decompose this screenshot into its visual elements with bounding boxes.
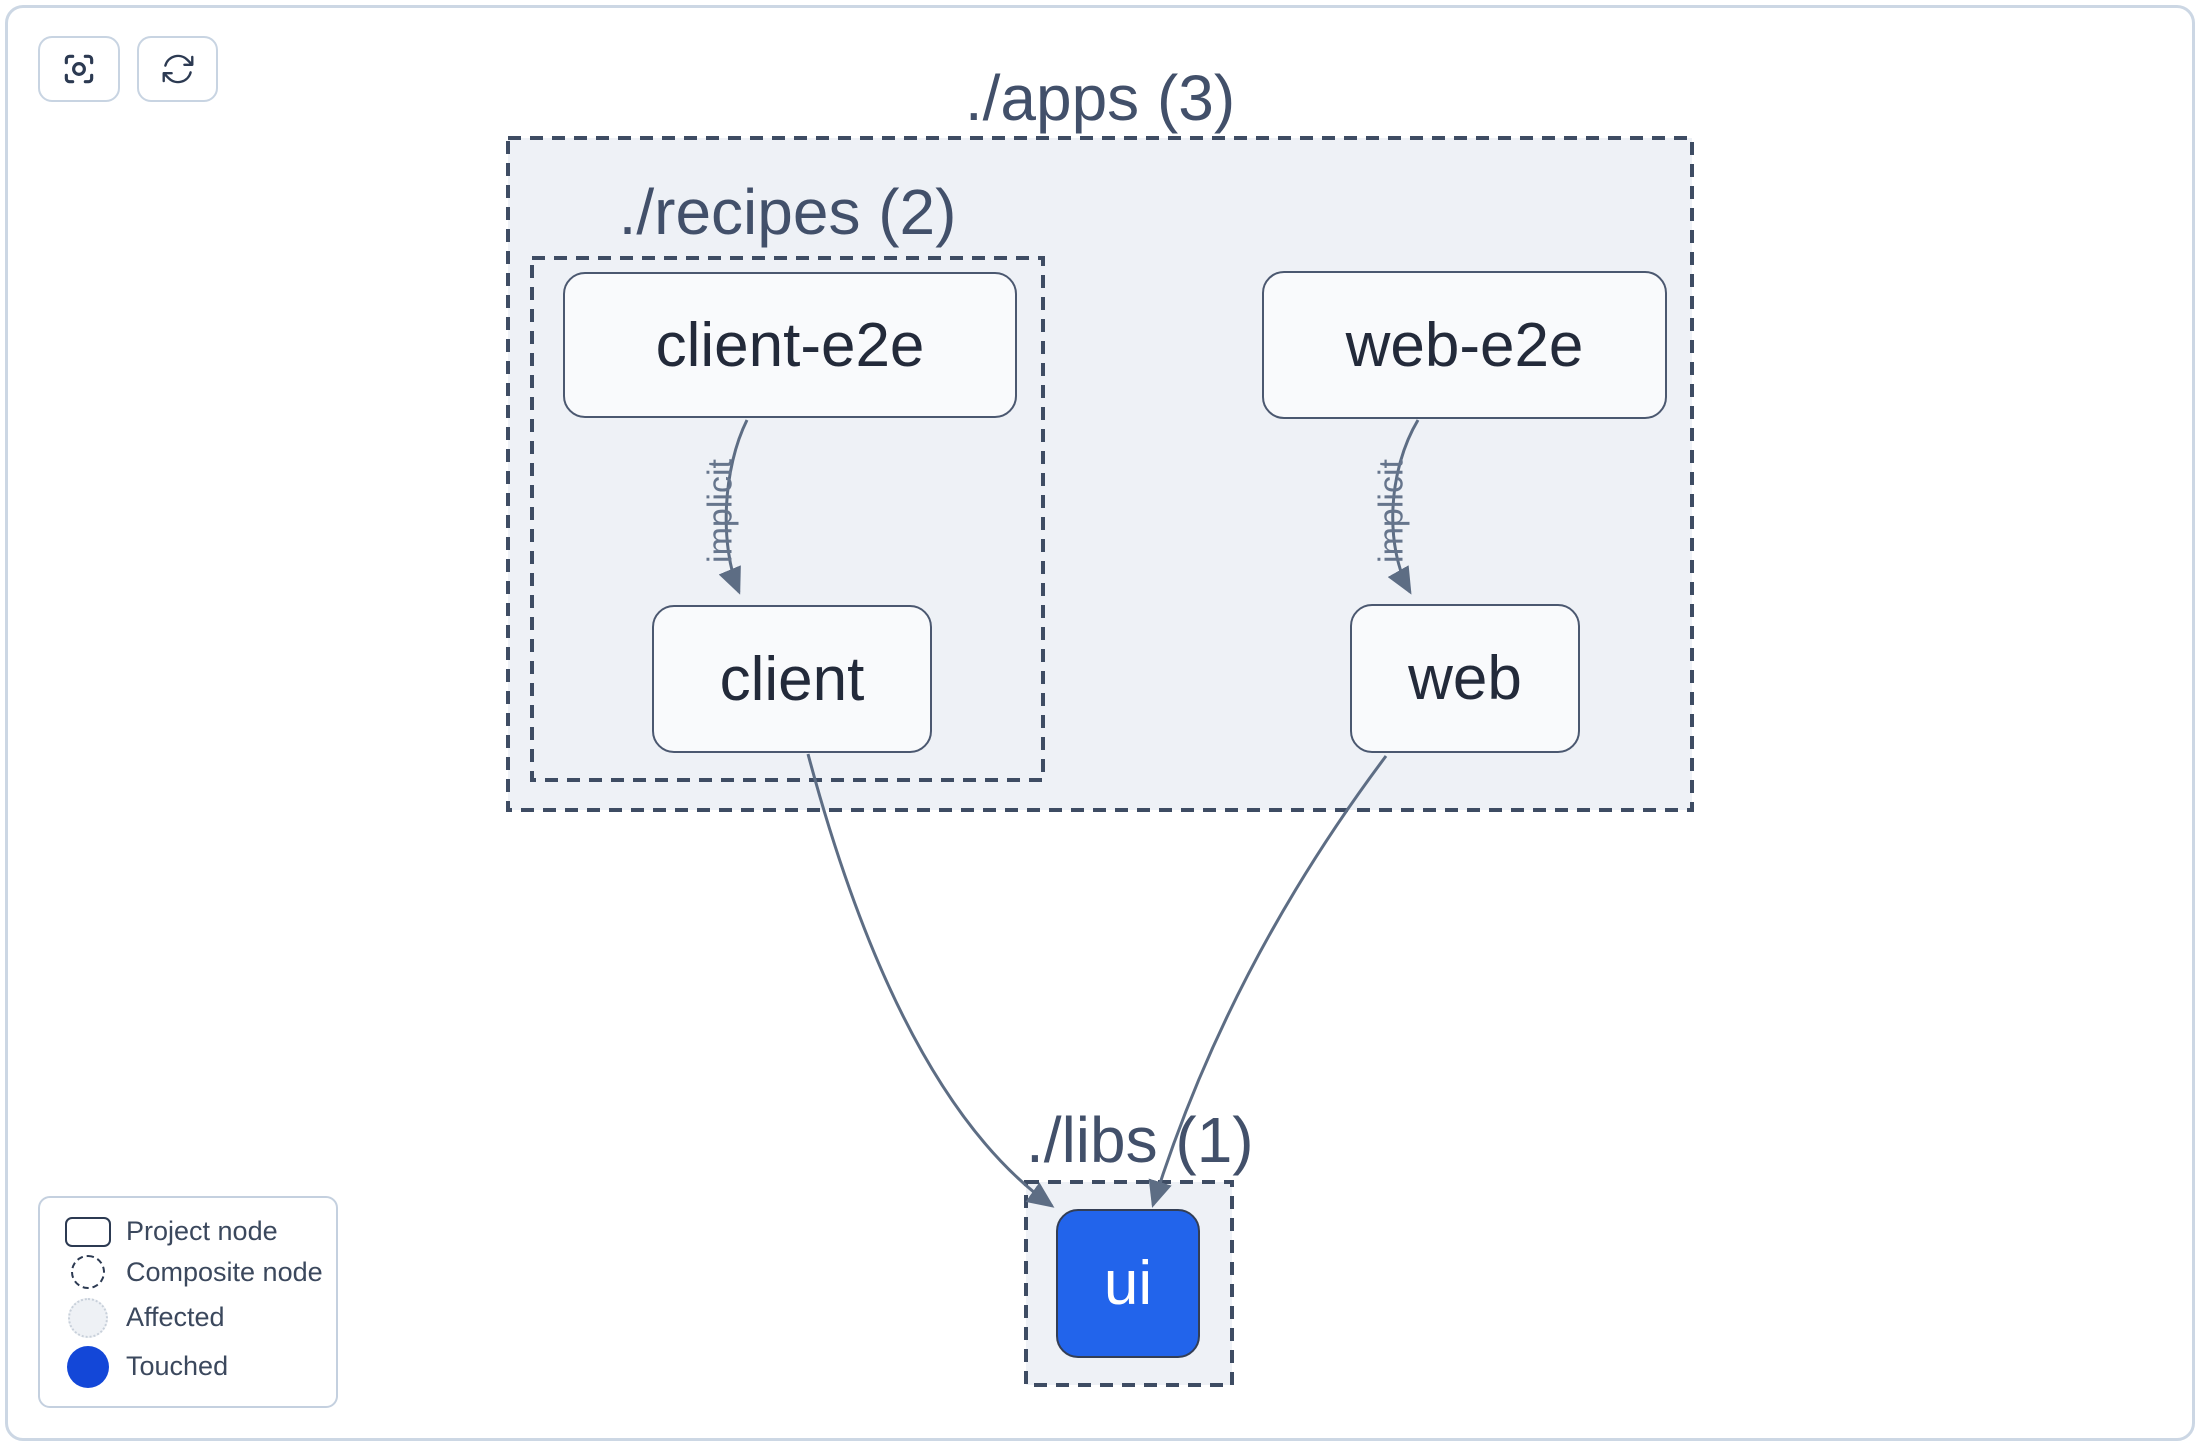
group-libs-title: ./libs (1) [1026, 1104, 1254, 1176]
refresh-icon [159, 50, 197, 88]
edge-client-ui [806, 753, 1055, 1208]
composite-node-swatch [71, 1255, 105, 1290]
legend-label: Project node [126, 1216, 278, 1247]
legend-row-project-node: Project node [50, 1216, 326, 1247]
node-web-e2e[interactable]: web-e2e [1262, 271, 1667, 419]
affected-swatch [68, 1297, 108, 1338]
group-recipes-title: ./recipes (2) [618, 176, 957, 248]
node-client-e2e[interactable]: client-e2e [563, 272, 1017, 418]
legend-row-affected: Affected [50, 1297, 326, 1338]
legend: Project node Composite node Affected Tou… [38, 1196, 338, 1408]
group-apps-title: ./apps (3) [964, 62, 1236, 134]
edge-label-implicit-left: implicit [701, 459, 740, 563]
focus-icon [60, 50, 98, 88]
legend-row-touched: Touched [50, 1345, 326, 1388]
legend-label: Composite node [126, 1256, 323, 1287]
legend-row-composite-node: Composite node [50, 1255, 326, 1290]
refresh-button[interactable] [137, 36, 218, 102]
zoom-to-fit-button[interactable] [38, 36, 120, 102]
legend-label: Affected [126, 1302, 225, 1333]
legend-label: Touched [126, 1351, 229, 1382]
node-web[interactable]: web [1350, 604, 1580, 753]
touched-swatch [67, 1345, 109, 1388]
project-node-swatch [65, 1216, 111, 1247]
edge-label-implicit-right: implicit [1372, 459, 1411, 563]
node-client[interactable]: client [652, 605, 932, 753]
node-ui[interactable]: ui [1056, 1209, 1200, 1358]
